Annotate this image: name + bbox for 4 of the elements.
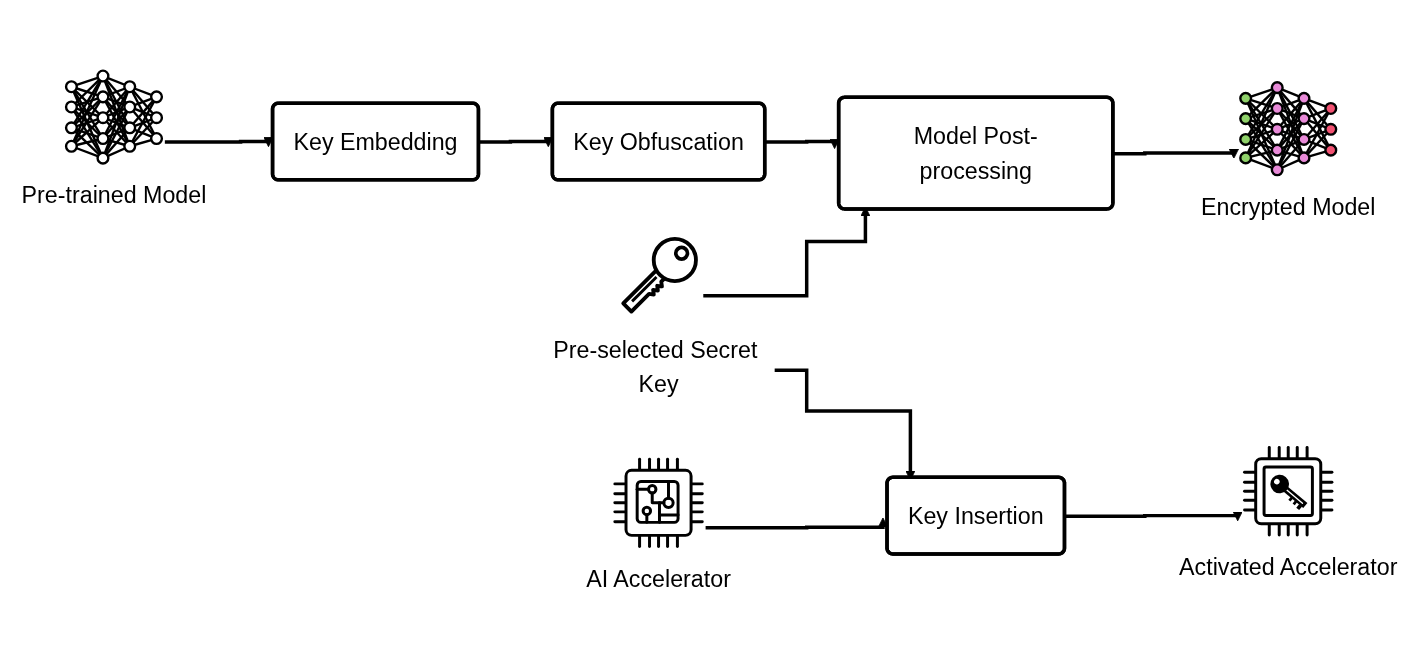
node-box: Model Post-processing [836,95,1115,211]
node-box: Key Obfuscation [550,101,767,182]
node-box: Key Embedding [270,101,481,182]
node-box: Key Insertion [885,475,1067,556]
